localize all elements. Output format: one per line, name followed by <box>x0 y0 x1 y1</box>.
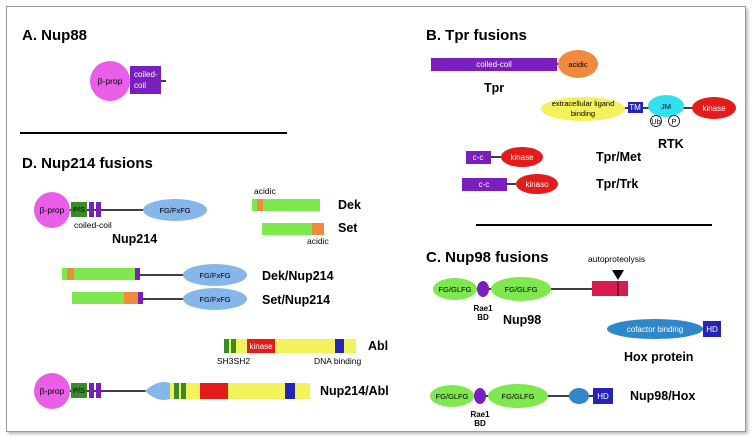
rtk-p-label: P <box>671 117 676 126</box>
abl-kinase-label: kinase <box>249 342 273 351</box>
panel-d-title: D. Nup214 fusions <box>22 155 153 172</box>
abl-sh-label: SH3SH2 <box>217 356 250 366</box>
dek-nup214-label: Dek/Nup214 <box>262 269 334 283</box>
ps-label: P/S <box>73 205 85 214</box>
rtk-ext-label-1: extracellular ligand <box>552 99 615 108</box>
hox-hd-label: HD <box>706 325 718 334</box>
dek-protein <box>252 199 320 211</box>
tpr-coiled-coil <box>431 58 557 71</box>
autoproteolysis-arrow-icon <box>612 270 624 280</box>
nup214-label: Nup214 <box>112 232 157 246</box>
nup98hox-fg-1 <box>430 385 474 407</box>
rtk-kinase-label: kinase <box>702 104 726 113</box>
beta-prop-label: β-prop <box>98 76 123 86</box>
hox-cofactor-binding <box>607 319 703 339</box>
rtk-tm-domain <box>628 102 643 113</box>
panel-c-title: C. Nup98 fusions <box>426 249 549 266</box>
tpr-label: Tpr <box>484 81 504 95</box>
set-label: Set <box>338 221 358 235</box>
set-protein <box>262 223 324 235</box>
nup214-beta-prop <box>34 192 70 228</box>
panel-a: A. Nup88 β-prop coiled- coil <box>22 27 166 101</box>
coiled-label-2: coil <box>134 81 146 90</box>
tpr-met-label: Tpr/Met <box>596 150 642 164</box>
nup214-abl-bprop-label: β-prop <box>40 386 65 396</box>
nup214-bprop-label: β-prop <box>40 205 65 215</box>
tpr-acidic-domain <box>558 50 598 78</box>
tpr-met-kinase-label: kinase <box>510 153 534 162</box>
dek-nup214-dek-part <box>62 268 138 280</box>
nup214-abl-fg-half <box>145 382 170 400</box>
rtk-extracellular-domain <box>541 97 625 121</box>
rtk-ub-label: Ub <box>651 117 661 126</box>
set-nup214-fg-label: FG/FxFG <box>199 295 230 304</box>
beta-propeller-domain <box>90 61 130 101</box>
nup214-abl-beta-prop <box>34 373 70 409</box>
dek-nup214-fg-label: FG/FxFG <box>199 271 230 280</box>
abl-kinase-domain <box>247 339 275 353</box>
panel-d: D. Nup214 fusions β-prop P/S coiled-coil… <box>22 155 389 409</box>
dek-nup214-fg <box>183 264 247 286</box>
rtk-kinase-domain <box>692 97 736 119</box>
nup98hox-rae1-b: BD <box>474 419 486 428</box>
set-nup214-label: Set/Nup214 <box>262 293 330 307</box>
rtk-jm-label: JM <box>661 102 671 111</box>
panel-c: C. Nup98 fusions FG/GLFG FG/GLFG autopro… <box>426 249 721 428</box>
coiled-label-1: coiled- <box>134 70 158 79</box>
rae1-label-b: BD <box>477 313 489 322</box>
coiled-coil-domain <box>130 66 161 94</box>
rtk-label: RTK <box>658 137 684 151</box>
tpr-met-kinase <box>501 147 543 167</box>
panel-b-title: B. Tpr fusions <box>426 27 527 44</box>
panel-a-title: A. Nup88 <box>22 27 87 44</box>
nup98hox-fg2-label: FG/GLFG <box>502 392 535 401</box>
tpr-cc-label: coiled-coil <box>476 60 512 69</box>
set-acidic-label: acidic <box>307 236 329 246</box>
tpr-acidic-label: acidic <box>568 60 587 69</box>
coiled-coil-label: coiled-coil <box>74 220 112 230</box>
nup98-label: Nup98 <box>503 313 541 327</box>
nup214-abl-ps-label: P/S <box>73 386 85 395</box>
abl-dna-label: DNA binding <box>314 356 362 366</box>
nup98hox-fg-2 <box>488 384 548 408</box>
ps-domain <box>71 202 87 217</box>
nup98-fg1-label: FG/GLFG <box>439 285 472 294</box>
nup98-fg-domain-2 <box>491 277 551 301</box>
tpr-trk-kinase-label: kinaso <box>525 180 549 189</box>
rtk-ext-label-2: binding <box>571 109 595 118</box>
nup98hox-hd-label: HD <box>597 392 609 401</box>
panel-b: B. Tpr fusions coiled-coil acidic Tpr ex… <box>426 27 736 194</box>
nup98-hox-label: Nup98/Hox <box>630 389 695 403</box>
tpr-met-cc-label: c-c <box>473 153 484 162</box>
rtk-jm-domain <box>648 95 684 117</box>
abl-label: Abl <box>368 339 388 353</box>
set-nup214-fg <box>183 288 247 310</box>
nup214-abl-label: Nup214/Abl <box>320 384 389 398</box>
nup98hox-fg1-label: FG/GLFG <box>436 392 469 401</box>
hox-hd-domain <box>703 321 721 337</box>
fg-repeat-domain <box>143 199 207 221</box>
autoproteolysis-label: autoproteolysis <box>588 254 645 264</box>
nup98hox-rae1-a: Rae1 <box>470 410 490 419</box>
nup98-fg-domain-1 <box>433 278 477 300</box>
tpr-trk-kinase <box>516 174 558 194</box>
rae1-label-a: Rae1 <box>473 304 493 313</box>
rae1-bd <box>477 281 489 297</box>
nup98-fg2-label: FG/GLFG <box>505 285 538 294</box>
dek-label: Dek <box>338 198 361 212</box>
fg-label: FG/FxFG <box>159 206 190 215</box>
rtk-tm-label: TM <box>629 103 641 112</box>
dek-acidic-label: acidic <box>254 186 276 196</box>
tpr-trk-label: Tpr/Trk <box>596 177 638 191</box>
autoproteolysis-domain <box>592 281 628 296</box>
hox-protein-label: Hox protein <box>624 350 693 364</box>
tpr-trk-cc-label: c-c <box>479 180 490 189</box>
cofactor-label: cofactor binding <box>627 325 683 334</box>
